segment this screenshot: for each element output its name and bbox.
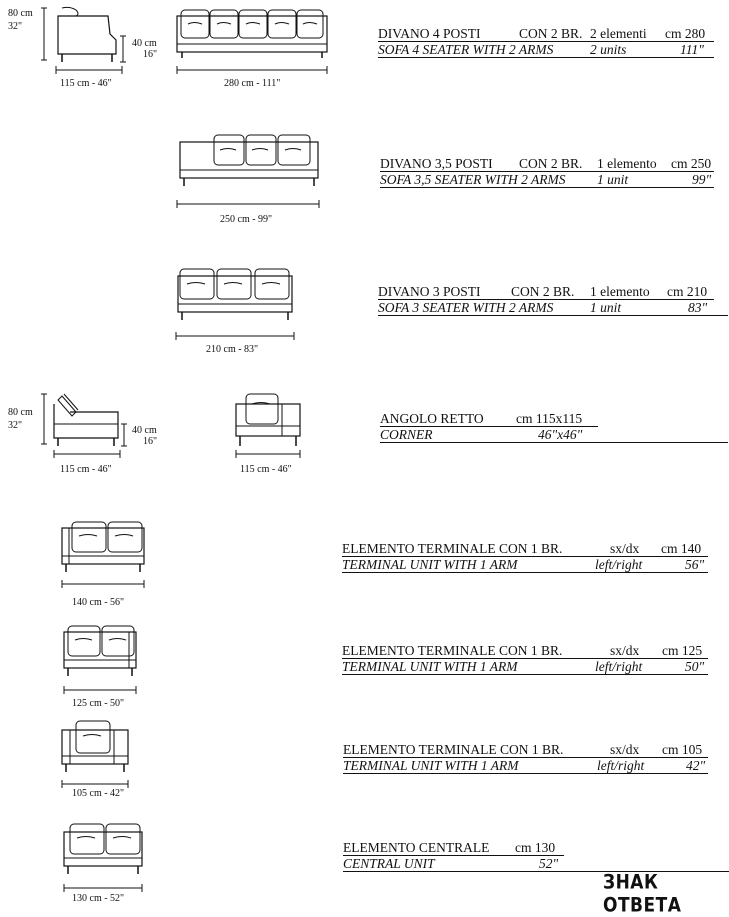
terminal-unit-140-drawing [61,521,145,588]
width-label: 115 cm - 46" [240,464,292,475]
height-label: 80 cm [8,407,33,418]
caption-central-unit: ELEMENTO CENTRALE cm 130 CENTRAL UNIT 52… [343,840,559,871]
seat-height-label: 40 cm [132,38,157,49]
caption-sofa-3-5-seater: DIVANO 3,5 POSTI CON 2 BR. 1 elemento cm… [380,156,712,187]
central-unit-drawing [63,823,143,892]
seat-height-label-in: 16" [143,436,158,447]
width-label: 280 cm - 111" [224,78,281,89]
seat-height-label-in: 16" [143,49,158,60]
width-label: 250 cm - 99" [220,214,273,225]
width-label: 130 cm - 52" [72,893,125,904]
seat-height-label: 40 cm [132,425,157,436]
width-label: 125 cm - 50" [72,698,125,709]
sofa-3-5-seater-drawing [176,134,320,208]
height-label-in: 32" [8,420,23,431]
width-label: 210 cm - 83" [206,344,259,355]
caption-corner: ANGOLO RETTO cm 115x115 CORNER 46"x46" [380,411,583,442]
side-view-drawing [41,6,126,63]
depth-label: 115 cm - 46" [60,464,112,475]
sofa-4-seater-drawing [176,9,328,74]
terminal-unit-105-drawing [61,720,129,788]
caption-terminal-unit-105: ELEMENTO TERMINALE CON 1 BR. sx/dx cm 10… [343,742,706,773]
terminal-unit-125-drawing [63,625,137,694]
caption-sofa-3-seater: DIVANO 3 POSTI CON 2 BR. 1 elemento cm 2… [378,284,708,315]
corner-front-view-drawing [235,393,301,458]
width-label: 105 cm - 42" [72,788,125,799]
caption-sofa-4-seater: DIVANO 4 POSTI CON 2 BR. 2 elementi cm 2… [378,26,706,57]
caption-terminal-unit-125: ELEMENTO TERMINALE CON 1 BR. sx/dx cm 12… [342,643,705,674]
sofa-3-seater-drawing [175,268,295,340]
width-label: 140 cm - 56" [72,597,125,608]
height-label-in: 32" [8,21,23,32]
depth-dimension-line [55,66,123,74]
caption-terminal-unit-140: ELEMENTO TERMINALE CON 1 BR. sx/dx cm 14… [342,541,705,572]
depth-label: 115 cm - 46" [60,78,112,89]
height-label: 80 cm [8,8,33,19]
corner-side-view-drawing [41,393,127,458]
brand-watermark: ЗНАК ОТВЕТА [603,871,682,917]
